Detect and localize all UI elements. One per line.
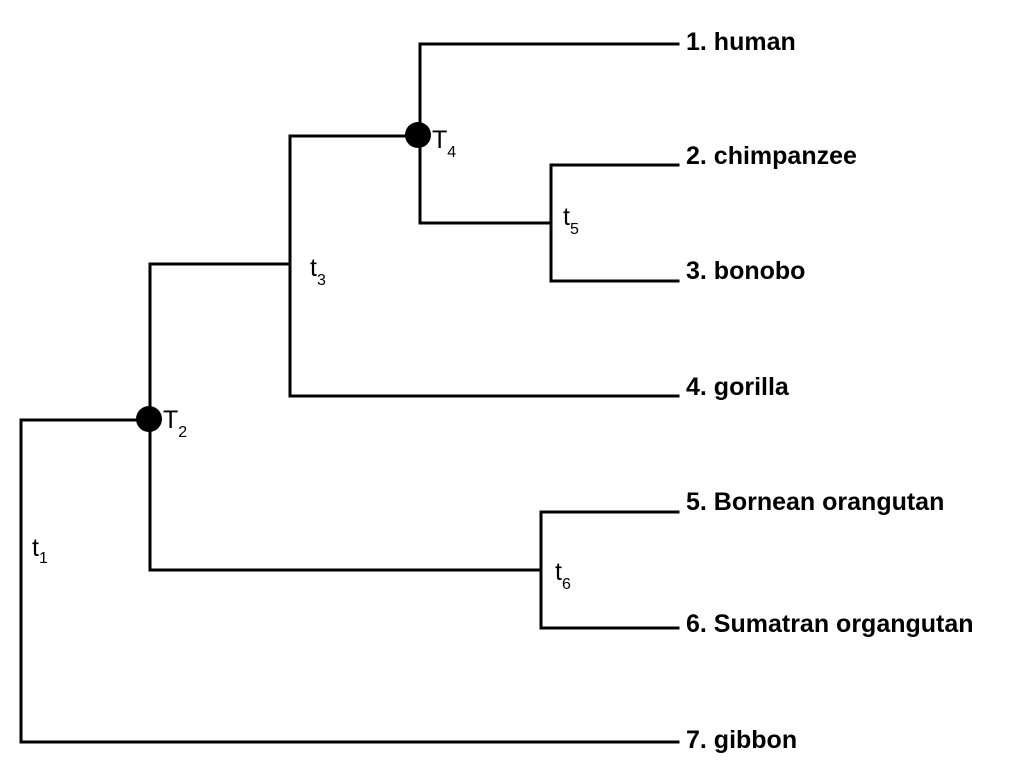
taxon-label-chimpanzee: 2. chimpanzee	[686, 142, 857, 170]
taxon-label-human: 1. human	[686, 28, 796, 56]
taxon-label-bornean-orangutan: 5. Bornean orangutan	[686, 488, 944, 516]
node-label-T4: T4	[432, 126, 456, 161]
node-label-t3: t3	[310, 254, 326, 289]
taxon-label-gorilla: 4. gorilla	[686, 373, 790, 401]
node-T2-dot	[136, 406, 162, 432]
taxon-label-sumatran-orangutan: 6. Sumatran organgutan	[686, 610, 974, 638]
node-T4-dot	[405, 122, 431, 148]
node-label-t5: t5	[563, 203, 579, 238]
taxon-label-bonobo: 3. bonobo	[686, 257, 805, 285]
node-label-t6: t6	[555, 558, 571, 593]
taxon-label-gibbon: 7. gibbon	[686, 726, 797, 754]
node-label-T2: T2	[163, 406, 187, 441]
node-label-t1: t1	[32, 534, 48, 567]
